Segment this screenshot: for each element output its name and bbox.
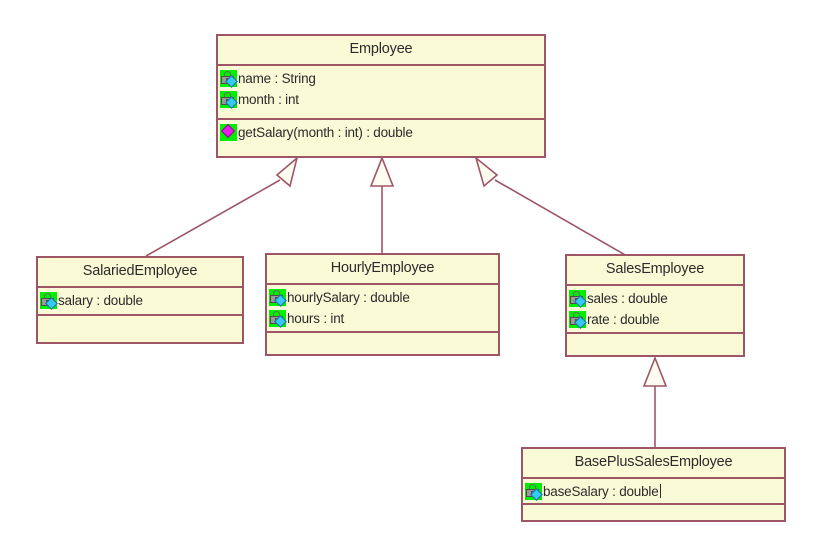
private-attribute-lock-icon: [569, 289, 587, 308]
class-box-hourly-employee[interactable]: HourlyEmployee hourlySalary : double hou…: [265, 253, 500, 356]
methods-compartment-hourly-employee: [267, 330, 498, 355]
class-name-sales-employee: SalesEmployee: [605, 261, 705, 277]
attributes-compartment-base-plus-sales-employee: baseSalary : double: [523, 476, 784, 503]
attribute-label: month : int: [238, 91, 299, 107]
methods-compartment-base-plus-sales-employee: [523, 502, 784, 521]
generalization-baseplus-to-sales: [642, 355, 668, 447]
class-box-employee[interactable]: Employee name : String month : int getS: [216, 34, 546, 158]
private-attribute-lock-icon: [220, 90, 238, 109]
attribute-row[interactable]: hourlySalary : double: [269, 287, 496, 308]
generalization-sales-to-employee: [474, 155, 628, 257]
attribute-row[interactable]: baseSalary : double: [525, 481, 782, 502]
attribute-row[interactable]: month : int: [220, 89, 542, 110]
attributes-compartment-sales-employee: sales : double rate : double: [567, 283, 743, 332]
attribute-label: sales : double: [587, 290, 668, 306]
methods-compartment-employee: getSalary(month : int) : double: [218, 117, 544, 147]
attribute-label: rate : double: [587, 311, 660, 327]
attribute-label: salary : double: [58, 292, 143, 308]
methods-compartment-salaried-employee: [38, 313, 242, 338]
attribute-row[interactable]: sales : double: [569, 288, 741, 309]
class-box-base-plus-sales-employee[interactable]: BasePlusSalesEmployee baseSalary : doubl…: [521, 447, 786, 522]
method-label: getSalary(month : int) : double: [238, 125, 413, 140]
class-box-salaried-employee[interactable]: SalariedEmployee salary : double: [36, 256, 244, 344]
generalization-salaried-to-employee: [145, 155, 299, 257]
method-row[interactable]: getSalary(month : int) : double: [220, 122, 542, 144]
attribute-label: hours : int: [287, 310, 345, 326]
class-box-sales-employee[interactable]: SalesEmployee sales : double rate : doub…: [565, 254, 745, 357]
class-name-employee: Employee: [349, 41, 413, 57]
class-name-hourly-employee: HourlyEmployee: [330, 260, 435, 276]
class-name-base-plus-sales-employee: BasePlusSalesEmployee: [574, 454, 733, 470]
attribute-label: baseSalary : double: [543, 483, 659, 499]
attributes-compartment-hourly-employee: hourlySalary : double hours : int: [267, 282, 498, 331]
public-method-diamond-icon: [220, 123, 237, 141]
private-attribute-lock-icon: [40, 291, 58, 310]
attribute-row[interactable]: salary : double: [40, 290, 240, 311]
private-attribute-lock-icon: [269, 309, 287, 328]
private-attribute-lock-icon: [220, 69, 238, 88]
private-attribute-lock-icon: [525, 482, 543, 501]
private-attribute-lock-icon: [269, 288, 287, 307]
generalization-hourly-to-employee: [369, 155, 395, 256]
class-name-salaried-employee: SalariedEmployee: [82, 263, 198, 279]
private-attribute-lock-icon: [569, 310, 587, 329]
attribute-label: name : String: [238, 70, 316, 86]
attributes-compartment-salaried-employee: salary : double: [38, 285, 242, 314]
attribute-row[interactable]: name : String: [220, 68, 542, 89]
attribute-row[interactable]: hours : int: [269, 308, 496, 329]
attribute-label: hourlySalary : double: [287, 289, 410, 305]
attributes-compartment-employee: name : String month : int: [218, 63, 544, 118]
methods-compartment-sales-employee: [567, 331, 743, 356]
attribute-row[interactable]: rate : double: [569, 309, 741, 330]
text-cursor: [659, 484, 661, 498]
